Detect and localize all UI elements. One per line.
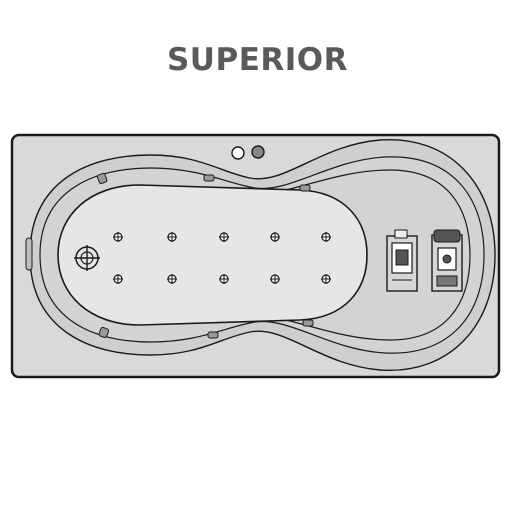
side-jets	[96, 172, 314, 339]
drain-icon	[74, 245, 100, 271]
side-jet	[98, 326, 110, 339]
channel-inner	[259, 169, 471, 341]
side-jet	[302, 319, 314, 327]
floor-jet	[270, 274, 280, 284]
control-knobs	[231, 145, 265, 160]
side-jet	[203, 174, 215, 182]
floor-jet	[321, 232, 331, 242]
control-module-right	[431, 229, 463, 292]
side-jet	[299, 184, 311, 192]
floor-jets	[113, 232, 331, 284]
floor-jet	[113, 232, 123, 242]
control-knob	[231, 146, 245, 160]
headrest-mark	[25, 237, 33, 271]
floor-jet	[219, 274, 229, 284]
floor-jet	[270, 232, 280, 242]
side-jet	[96, 172, 108, 185]
control-module-left	[386, 229, 418, 292]
floor-jet	[167, 232, 177, 242]
basin	[57, 184, 368, 326]
floor-jet	[321, 274, 331, 284]
product-title: SUPERIOR	[166, 42, 349, 78]
floor-jet	[113, 274, 123, 284]
control-knob	[251, 145, 265, 159]
floor-jet	[219, 232, 229, 242]
side-jet	[207, 331, 219, 339]
floor-jet	[167, 274, 177, 284]
